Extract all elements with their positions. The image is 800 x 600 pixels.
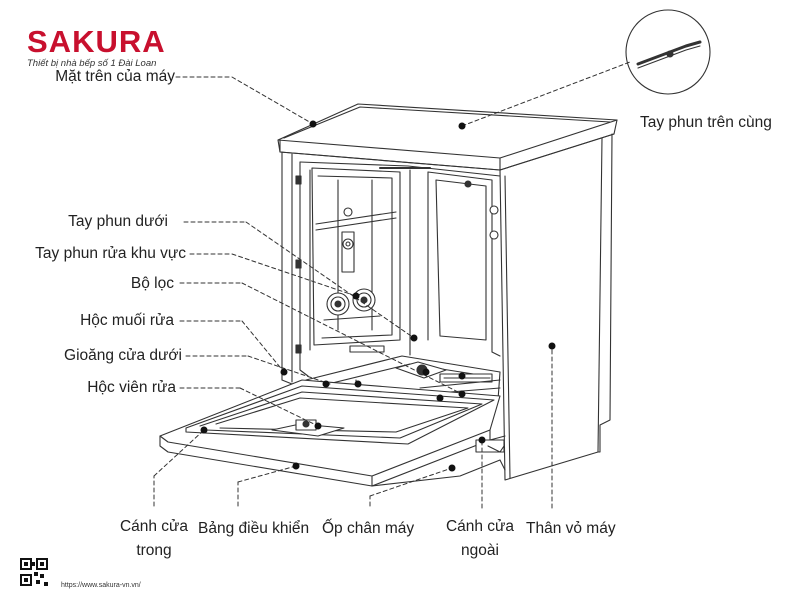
label-detergent-dispenser: Hộc viên rửa <box>87 379 176 396</box>
footer-url[interactable]: https://www.sakura-vn.vn/ <box>61 582 141 589</box>
label-zone-spray-arm: Tay phun rửa khu vực <box>35 245 186 262</box>
label-inner-door-line1: Cánh cửa <box>119 518 189 535</box>
leader-lines <box>153 61 631 509</box>
label-upper-spray-arm: Tay phun trên cùng <box>640 114 772 131</box>
spray-arm-inset-icon <box>625 9 711 95</box>
cabinet-side <box>499 133 613 481</box>
label-outer-door-line2: ngoài <box>461 542 499 559</box>
brand-tagline: Thiết bị nhà bếp số 1 Đài Loan <box>27 58 157 69</box>
inner-tub <box>299 161 501 377</box>
callout-dots <box>200 120 556 472</box>
label-lower-spray-arm: Tay phun dưới <box>68 213 168 230</box>
label-salt-container: Hộc muối rửa <box>80 312 174 329</box>
label-lower-door-gasket: Gioăng cửa dưới <box>64 347 182 364</box>
label-outer-door-line1: Cánh cửa <box>445 518 515 535</box>
label-control-panel: Bảng điều khiển <box>198 520 310 537</box>
label-inner-door-line2: trong <box>136 542 172 559</box>
label-inner-door: Cánh cửa trong <box>114 518 194 560</box>
brand-logo: SAKURA Thiết bị nhà bếp số 1 Đài Loan <box>27 24 166 70</box>
label-filter: Bộ lọc <box>130 275 174 292</box>
label-outer-door: Cánh cửa ngoài <box>440 518 520 560</box>
qr-code-icon <box>20 558 48 586</box>
label-kick-plate: Ốp chân máy <box>322 520 415 537</box>
cabinet-top <box>277 103 618 171</box>
label-top-surface: Mặt trên của máy <box>55 68 175 85</box>
label-cabinet-body: Thân vỏ máy <box>526 520 616 537</box>
open-door <box>159 379 506 487</box>
brand-name: SAKURA <box>27 24 166 59</box>
cabinet-front-frame <box>281 151 302 385</box>
